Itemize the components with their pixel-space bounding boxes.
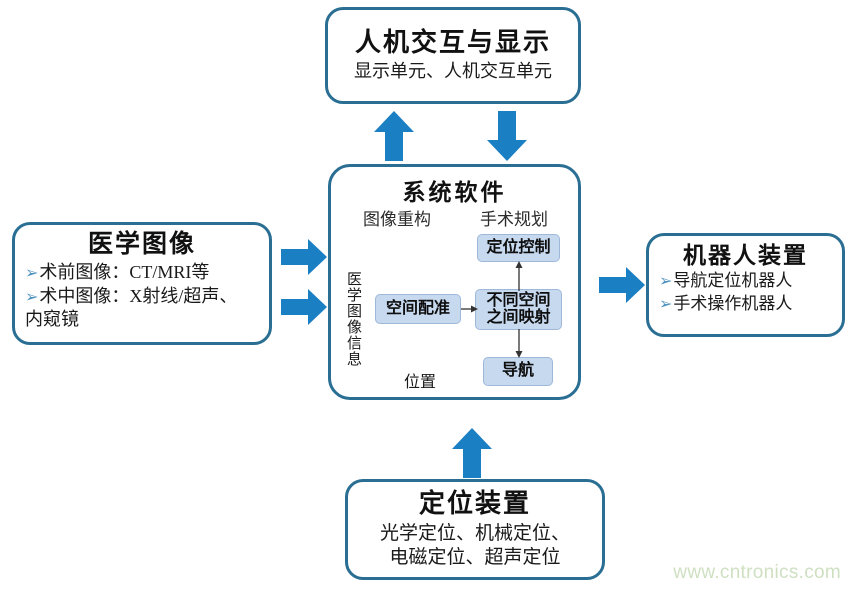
box-locator-subtitle-line1: 光学定位、机械定位、 <box>379 523 570 545</box>
box-system-software[interactable]: 系统软件 图像重构 手术规划 医学图像信息 空间配准 定位控制 不同空间 之间映… <box>328 164 581 400</box>
inner-box-navigation[interactable]: 导航 <box>483 357 553 386</box>
inner-box-mapping-line2: 之间映射 <box>486 308 551 326</box>
vertical-label-medical-image-info: 医学图像信息 <box>345 271 361 367</box>
right-arrow-to-robot-icon <box>599 267 645 303</box>
box-system-software-title: 系统软件 <box>402 180 507 205</box>
box-hmi-title: 人机交互与显示 <box>354 28 551 58</box>
list-item: ➢手术操作机器人 <box>659 293 834 316</box>
list-item-continuation: 内窥镜 <box>25 309 79 330</box>
list-item-label: 术前图像：CT/MRI等 <box>39 261 210 282</box>
box-robot-title: 机器人装置 <box>683 243 808 268</box>
box-human-machine-interaction[interactable]: 人机交互与显示 显示单元、人机交互单元 <box>325 7 581 104</box>
right-arrow-intraop-image-icon <box>281 289 327 325</box>
list-item-label: 术中图像：X射线/超声、 <box>39 285 238 306</box>
up-arrow-to-display-icon <box>374 111 414 161</box>
list-item-label: 导航定位机器人 <box>673 271 793 291</box>
label-position: 位置 <box>403 374 436 391</box>
connector-mapping-to-control-icon <box>515 261 523 291</box>
box-medical-image-title: 医学图像 <box>87 231 196 258</box>
box-robot-device[interactable]: 机器人装置 ➢导航定位机器人 ➢手术操作机器人 <box>646 233 845 337</box>
box-robot-bullets: ➢导航定位机器人 ➢手术操作机器人 <box>649 270 842 316</box>
inner-box-mapping-line1: 不同空间 <box>486 291 551 309</box>
inner-box-spatial-registration[interactable]: 空间配准 <box>375 294 461 324</box>
box-medical-image-bullets: ➢术前图像：CT/MRI等 ➢术中图像：X射线/超声、 内窥镜 <box>15 261 269 332</box>
bullet-arrow-icon: ➢ <box>659 273 673 291</box>
list-item: ➢导航定位机器人 <box>659 270 834 293</box>
column-header-image-reconstruction: 图像重构 <box>363 210 431 229</box>
box-medical-image[interactable]: 医学图像 ➢术前图像：CT/MRI等 ➢术中图像：X射线/超声、 内窥镜 <box>12 222 272 345</box>
box-positioning-device[interactable]: 定位装置 光学定位、机械定位、 电磁定位、超声定位 <box>345 479 605 580</box>
list-item: ➢术前图像：CT/MRI等 <box>25 261 261 285</box>
connector-registration-to-mapping-icon <box>461 305 478 313</box>
right-arrow-preop-image-icon <box>281 239 327 275</box>
bullet-arrow-icon: ➢ <box>25 288 39 306</box>
box-hmi-subtitle: 显示单元、人机交互单元 <box>354 61 552 82</box>
bullet-arrow-icon: ➢ <box>659 296 673 314</box>
down-arrow-from-display-icon <box>487 111 527 161</box>
watermark-text: www.cntronics.com <box>673 562 841 583</box>
list-item: ➢术中图像：X射线/超声、 <box>25 285 261 309</box>
column-header-surgical-planning: 手术规划 <box>480 210 548 229</box>
box-locator-title: 定位装置 <box>418 489 531 519</box>
up-arrow-from-locator-icon <box>452 428 492 478</box>
bullet-arrow-icon: ➢ <box>25 264 39 282</box>
inner-box-positioning-control[interactable]: 定位控制 <box>477 234 560 262</box>
inner-box-inter-space-mapping[interactable]: 不同空间 之间映射 <box>475 289 562 330</box>
connector-mapping-to-navigation-icon <box>515 329 523 358</box>
box-locator-subtitle-line2: 电磁定位、超声定位 <box>389 546 561 568</box>
list-item-label: 手术操作机器人 <box>673 294 793 314</box>
